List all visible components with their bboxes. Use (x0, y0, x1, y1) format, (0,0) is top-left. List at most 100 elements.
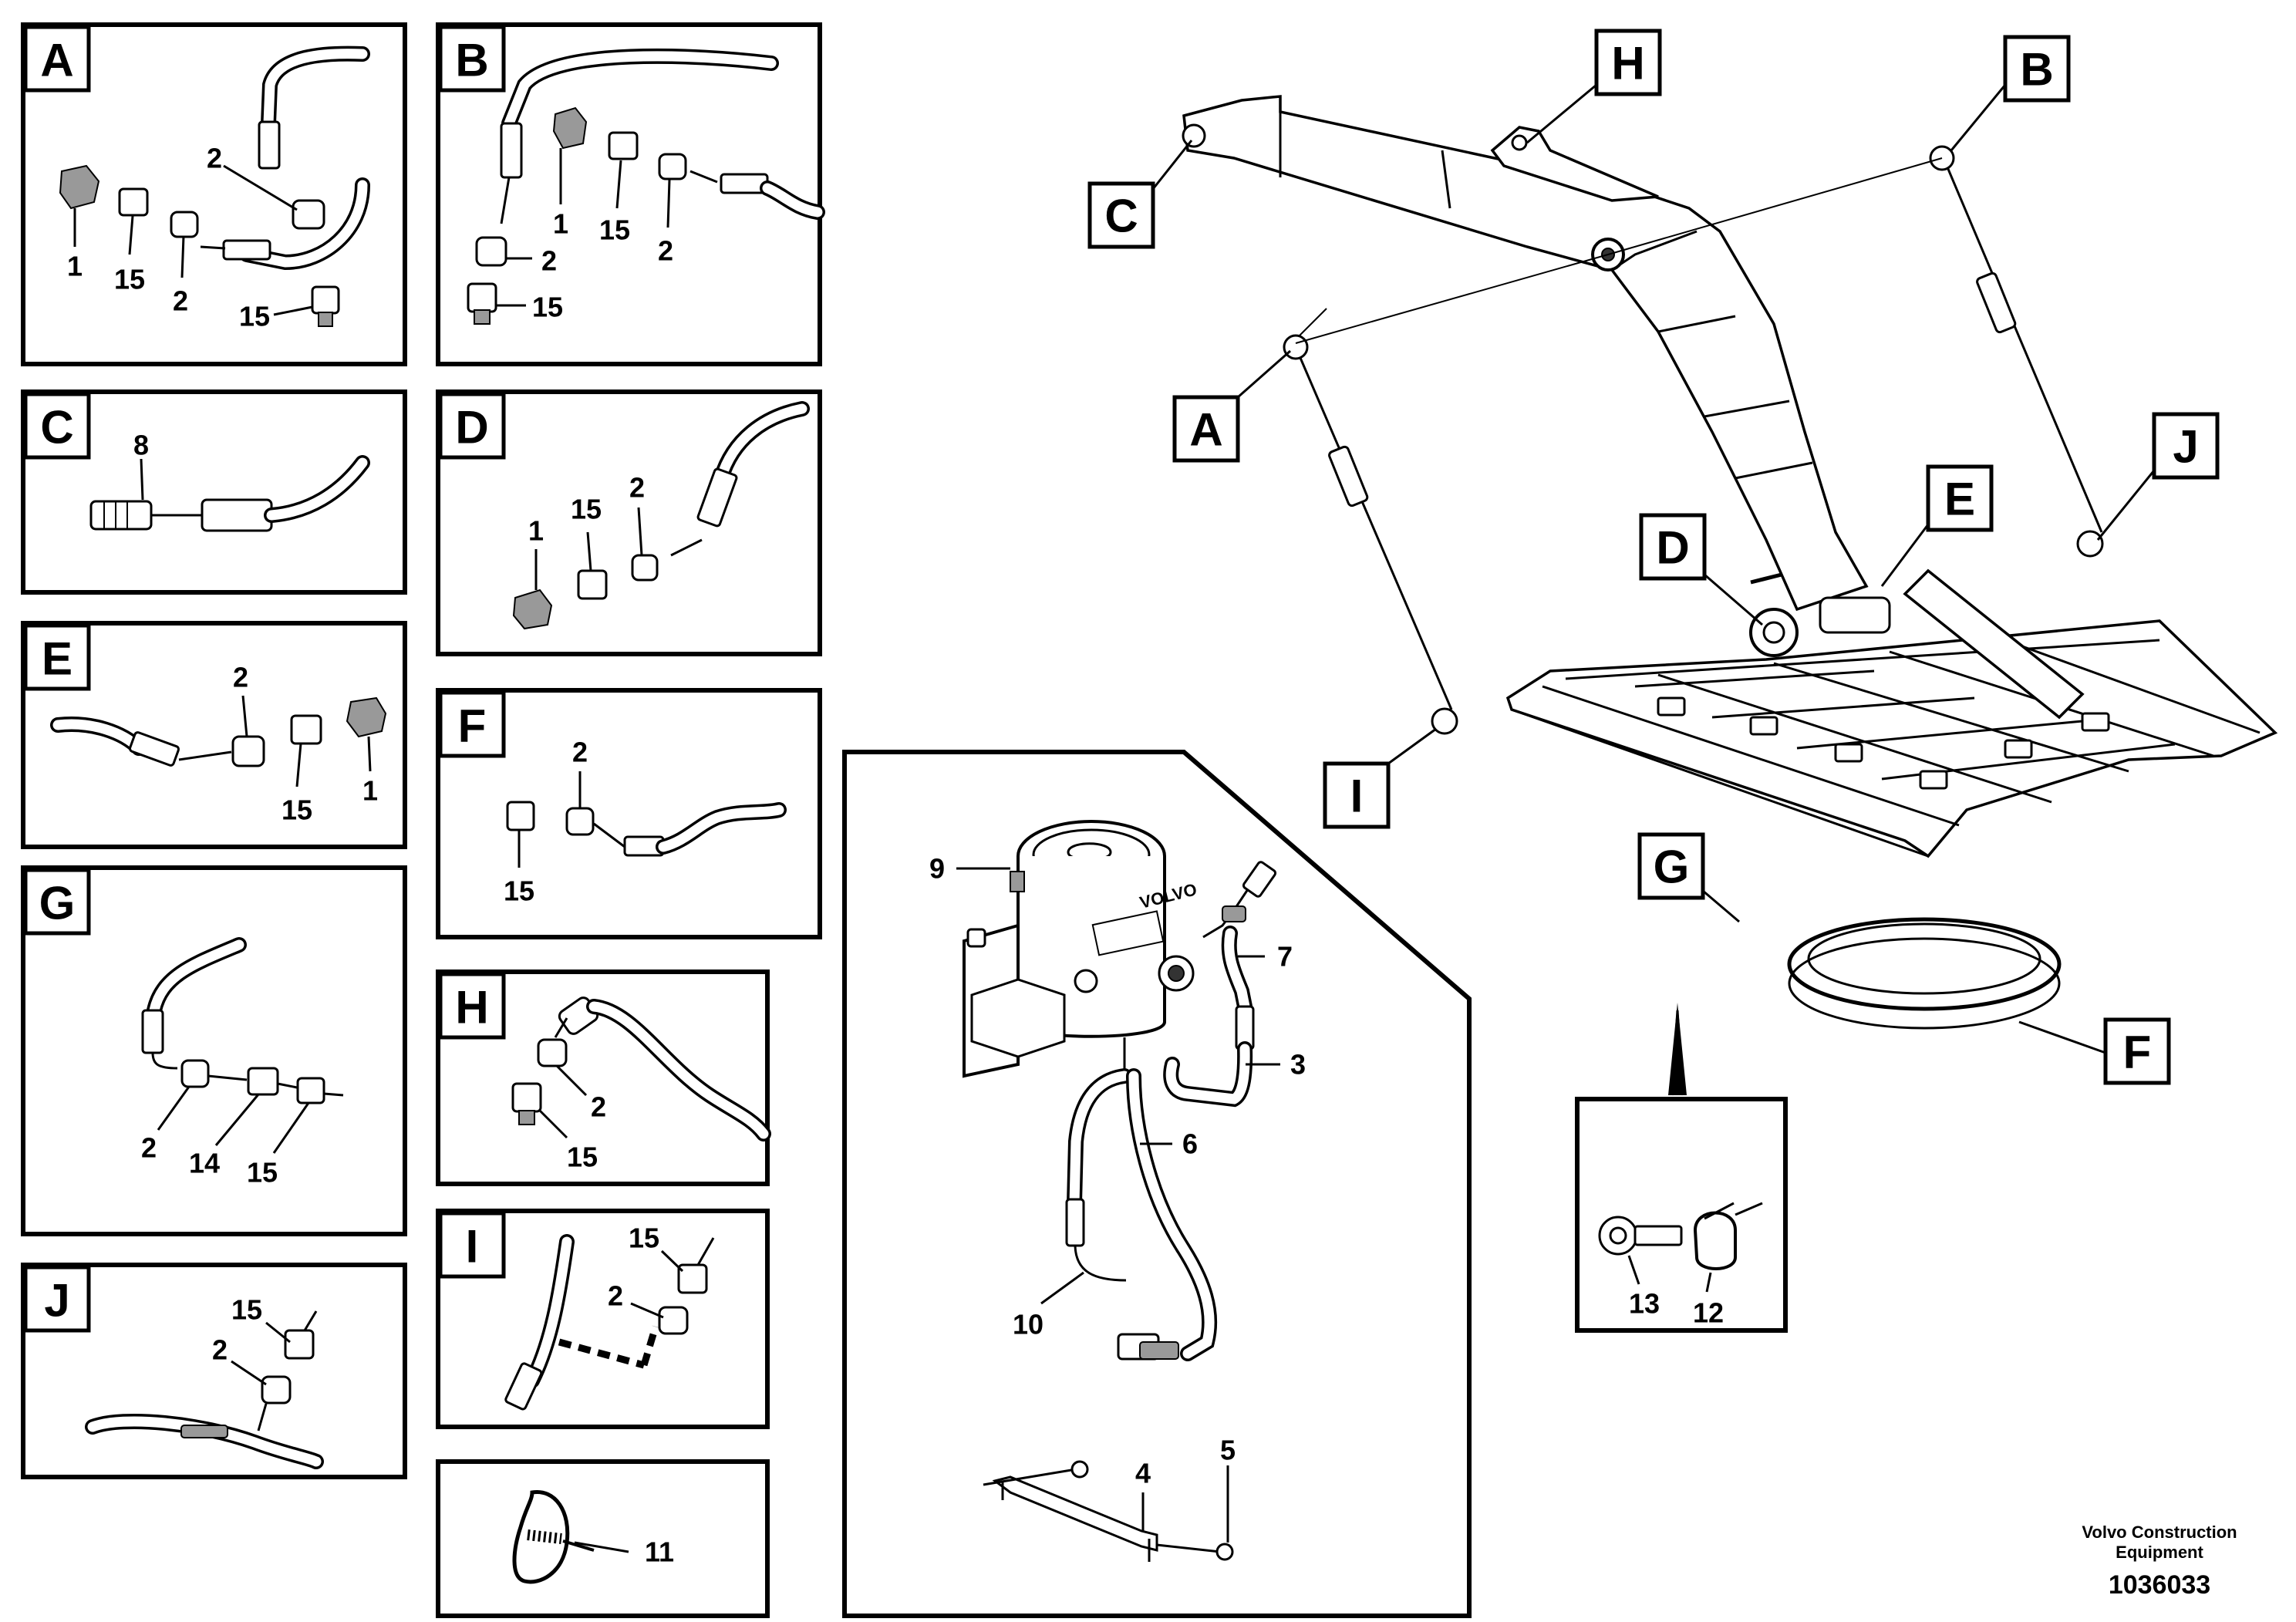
callout-d-15: 15 (571, 494, 602, 525)
callout-c-8: 8 (133, 430, 149, 461)
panel-g: G 2 14 15 (21, 865, 407, 1236)
panel-i-callouts: 15 2 (608, 1222, 684, 1319)
overview-letter-a: A (1189, 404, 1222, 456)
callout-f-15: 15 (504, 875, 534, 907)
overview-letter-e: E (1944, 474, 1975, 525)
callout-i-15: 15 (629, 1222, 659, 1254)
panel-i-hose-art (504, 1234, 715, 1411)
callout-a-15: 15 (114, 264, 145, 295)
panel-b-callouts: 1 15 2 2 15 (496, 148, 673, 323)
panel-b: B 1 15 2 2 15 (436, 22, 825, 366)
bolt-clamp-detail: 13 12 (1575, 1003, 1788, 1333)
panel-c-hose-art (89, 455, 370, 532)
panel-h-hose-art (511, 996, 771, 1141)
panel-f-callouts: 2 15 (504, 737, 588, 907)
panel-i: I 15 2 (436, 1209, 770, 1429)
panel-e-hose-art (50, 696, 387, 767)
panel-b-hose-art (467, 48, 825, 325)
callout-13: 13 (1629, 1288, 1660, 1320)
slew-ring-art (1787, 917, 2062, 1030)
panel-h-letter: H (455, 982, 488, 1034)
panel-c: C 8 (21, 389, 407, 595)
panel-cable-tie: 11 (436, 1459, 770, 1618)
overview-letter-f: F (2123, 1027, 2152, 1078)
center-panel: VOLVO (842, 750, 1472, 1618)
panel-c-letter: C (40, 402, 73, 454)
callout-6: 6 (1182, 1128, 1198, 1160)
callout-b-1: 1 (553, 208, 568, 240)
overview-letter-b: B (2020, 44, 2053, 96)
footer-company-line1: Volvo Construction (2082, 1523, 2237, 1542)
callout-7: 7 (1277, 941, 1293, 973)
panel-d-letter: D (455, 402, 488, 454)
overview-letter-c: C (1104, 191, 1138, 242)
overview-letter-d: D (1656, 522, 1689, 574)
panel-h: H 2 15 (436, 969, 771, 1186)
panel-cable-tie-callouts: 11 (574, 1536, 674, 1568)
callout-g-2: 2 (141, 1132, 157, 1164)
callout-g-15: 15 (247, 1157, 278, 1189)
center-panel-callouts: 9 7 3 6 10 4 5 (929, 853, 1306, 1543)
panel-g-callouts: 2 14 15 (141, 1086, 310, 1189)
panel-j: J 15 2 (21, 1263, 407, 1479)
panel-a-letter: A (40, 35, 73, 86)
callout-d-1: 1 (528, 515, 544, 547)
panel-a: A 2 1 15 2 15 (21, 22, 407, 366)
panel-a-hose-art (59, 46, 370, 327)
panel-g-letter: G (39, 878, 76, 929)
overview-letter-h: H (1611, 38, 1644, 89)
panel-e-letter: E (42, 633, 72, 685)
panel-j-letter: J (44, 1275, 69, 1327)
callout-j-2: 2 (212, 1334, 228, 1366)
callout-b-2-right: 2 (658, 235, 673, 267)
panel-d-callouts: 15 2 1 (528, 472, 645, 590)
callout-f-2: 2 (572, 737, 588, 768)
panel-f: F 2 15 (436, 688, 822, 939)
callout-e-1: 1 (362, 775, 378, 807)
panel-d: D 15 2 1 (436, 389, 822, 656)
panel-e: E 2 15 1 (21, 621, 407, 849)
callout-e-2: 2 (233, 662, 248, 693)
panel-f-hose-art (506, 801, 787, 857)
panel-e-callouts: 2 15 1 (233, 662, 378, 826)
callout-b-15: 15 (599, 214, 630, 246)
overview-labels: H B C A J E D I G (1087, 29, 2220, 1085)
panel-j-hose-art (85, 1310, 324, 1469)
callout-5: 5 (1220, 1435, 1236, 1466)
panel-i-letter: I (466, 1221, 479, 1273)
panel-c-callouts: 8 (133, 430, 149, 501)
callout-a-2-bottom: 2 (173, 285, 188, 317)
callout-12: 12 (1693, 1297, 1724, 1329)
callout-j-15: 15 (231, 1294, 262, 1326)
callout-10: 10 (1013, 1309, 1043, 1340)
panel-b-letter: B (455, 35, 488, 86)
callout-3: 3 (1290, 1049, 1306, 1081)
footer-drawing-number: 1036033 (2109, 1570, 2210, 1600)
panel-d-hose-art (512, 401, 810, 630)
overview-letter-j: J (2173, 421, 2198, 473)
panel-j-callouts: 15 2 (212, 1294, 291, 1386)
callout-g-14: 14 (189, 1148, 220, 1179)
callout-i-2: 2 (608, 1280, 623, 1312)
panel-f-letter: F (458, 700, 487, 752)
panel-h-callouts: 2 15 (538, 1064, 606, 1173)
callout-e-15: 15 (282, 794, 312, 826)
panel-a-callouts: 2 1 15 2 15 (67, 143, 313, 332)
footer-company-line2: Equipment (2116, 1543, 2203, 1562)
callout-a-1: 1 (67, 251, 83, 282)
cable-tie-art (512, 1489, 595, 1584)
callout-h-15: 15 (567, 1141, 598, 1173)
upper-frame-art (1505, 568, 2278, 858)
excavator-overview: H B C A J E D I G (1087, 29, 2278, 1333)
callout-b-2-left: 2 (541, 245, 557, 277)
overview-letter-i: I (1350, 771, 1364, 822)
overview-letter-g: G (1654, 841, 1690, 893)
callout-11: 11 (645, 1536, 674, 1568)
footer: Volvo Construction Equipment 1036033 (2082, 1523, 2237, 1600)
panel-g-hose-art (141, 937, 344, 1104)
callout-a-15-bottom: 15 (239, 301, 270, 332)
callout-b-15-left: 15 (532, 292, 563, 323)
callout-4: 4 (1135, 1458, 1151, 1489)
callout-9: 9 (929, 853, 945, 885)
